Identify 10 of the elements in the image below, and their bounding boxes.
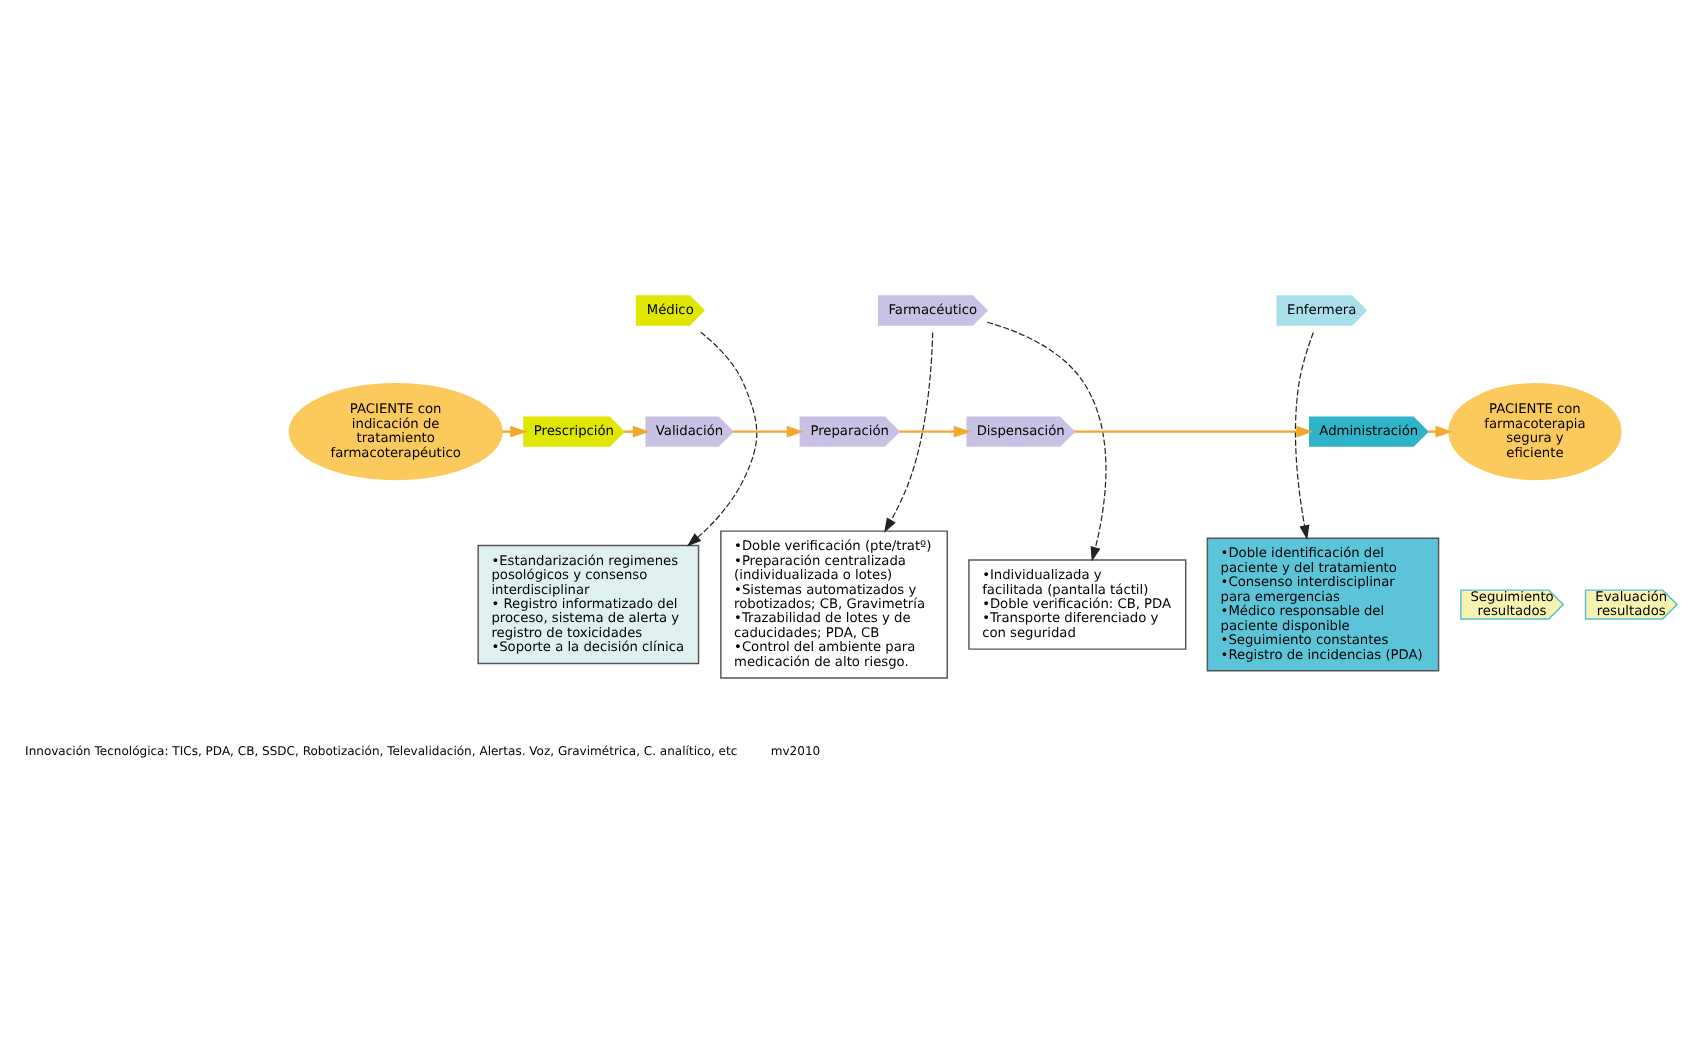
arrow (502, 424, 528, 437)
arrow (1074, 424, 1314, 437)
arrow (624, 424, 650, 437)
arrow (733, 424, 804, 437)
arrow (686, 330, 758, 546)
arrow (986, 320, 1107, 561)
arrow (899, 424, 971, 437)
arrow (1427, 424, 1453, 437)
arrow (1294, 330, 1314, 539)
arrow (884, 330, 934, 532)
